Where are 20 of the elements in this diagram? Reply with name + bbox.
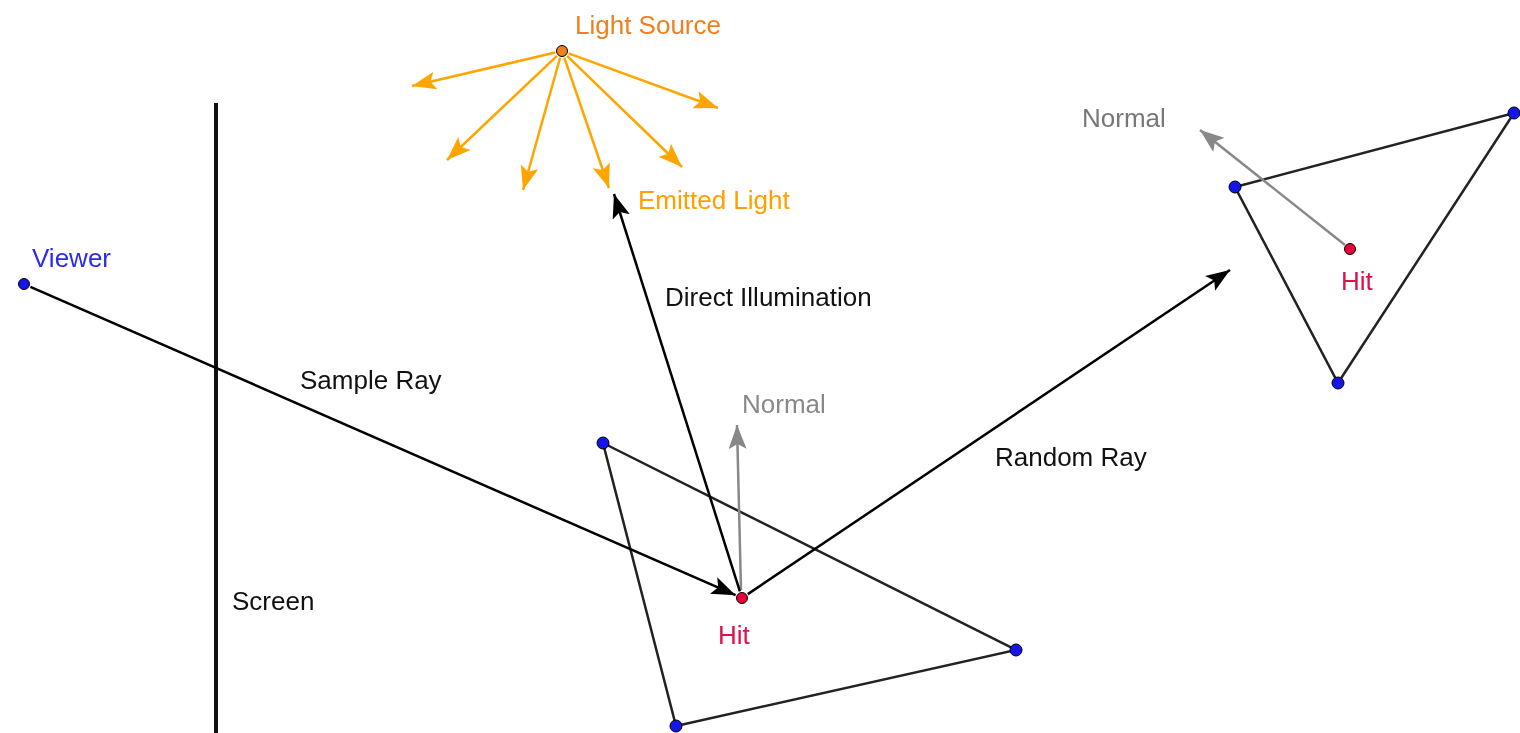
arrow bbox=[563, 57, 611, 189]
arrow bbox=[29, 285, 737, 597]
arrow bbox=[568, 52, 719, 110]
arrow bbox=[520, 57, 562, 191]
vector-label: Normal bbox=[742, 389, 826, 419]
point-label: Hit bbox=[1341, 266, 1373, 296]
edge-label: Sample Ray bbox=[300, 365, 442, 395]
arrow bbox=[411, 51, 556, 90]
arrow bbox=[446, 54, 558, 161]
vector-label: Normal bbox=[1082, 103, 1166, 133]
point-label: Light Source bbox=[575, 10, 721, 40]
arrow bbox=[612, 193, 742, 592]
point-label: Viewer bbox=[32, 243, 111, 273]
arrow bbox=[566, 54, 683, 168]
arrow bbox=[747, 268, 1231, 596]
edge-label: Random Ray bbox=[995, 442, 1147, 472]
point-label: Emitted Light bbox=[638, 185, 790, 215]
edge-label: Direct Illumination bbox=[665, 282, 872, 312]
point-label: Hit bbox=[718, 620, 750, 650]
screen-label: Screen bbox=[232, 586, 315, 616]
